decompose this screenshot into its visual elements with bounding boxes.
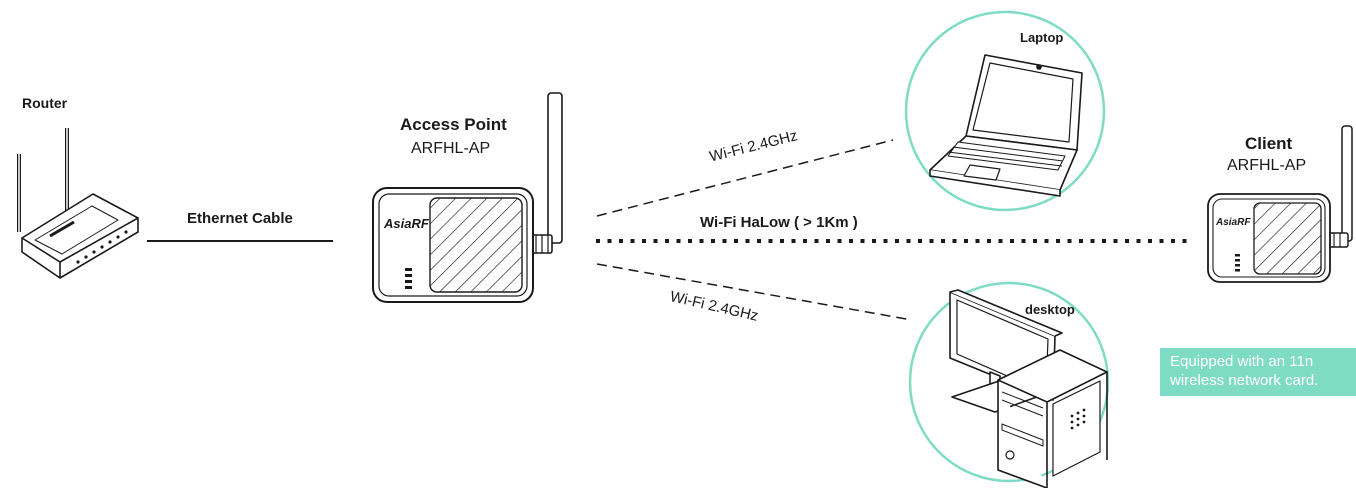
wifi-link-bottom (596, 263, 913, 321)
network-card-note: Equipped with an 11n wireless network ca… (1160, 348, 1356, 396)
access-point-title: Access Point (400, 115, 507, 134)
note-line-1: Equipped with an 11n (1170, 353, 1314, 370)
client-model: ARFHL-AP (1227, 157, 1307, 174)
halow-link-label: Wi-Fi HaLow ( > 1Km ) (700, 214, 858, 231)
ethernet-cable-label: Ethernet Cable (187, 210, 293, 227)
router-label: Router (22, 95, 68, 111)
client-device-icon: AsiaRF (1207, 125, 1353, 283)
ap-brand-logo: AsiaRF (383, 216, 430, 231)
client-title: Client (1245, 134, 1293, 153)
access-point-device-icon: AsiaRF (372, 92, 563, 303)
access-point-model: ARFHL-AP (411, 140, 491, 157)
note-line-2: wireless network card. (1170, 372, 1319, 389)
router-icon (17, 128, 139, 279)
desktop-icon (949, 289, 1108, 488)
desktop-label: desktop (1025, 302, 1075, 317)
wifi-link-top (596, 139, 894, 217)
laptop-label: Laptop (1020, 30, 1064, 45)
client-brand-logo: AsiaRF (1215, 217, 1251, 228)
laptop-icon (929, 54, 1083, 197)
